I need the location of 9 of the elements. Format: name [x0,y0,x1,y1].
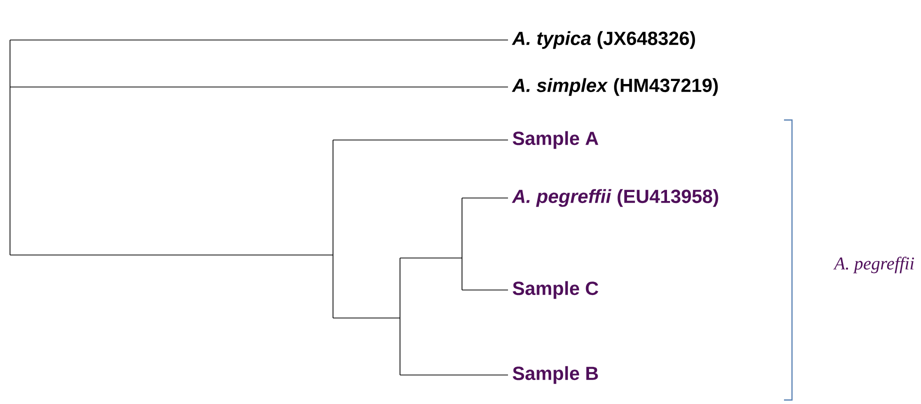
taxon-label: Sample A [512,131,598,149]
taxon-label: Sample C [512,281,598,299]
taxon-label: A. pegreffii (EU413958) [512,189,718,207]
tree-branch [400,374,508,376]
taxon-label: A. typica (JX648326) [512,31,695,49]
tree-branch [10,86,508,88]
taxon-label: Sample B [512,366,598,384]
clade-label: A. pegreffii [833,256,914,274]
taxon-label: A. simplex (HM437219) [512,78,718,96]
